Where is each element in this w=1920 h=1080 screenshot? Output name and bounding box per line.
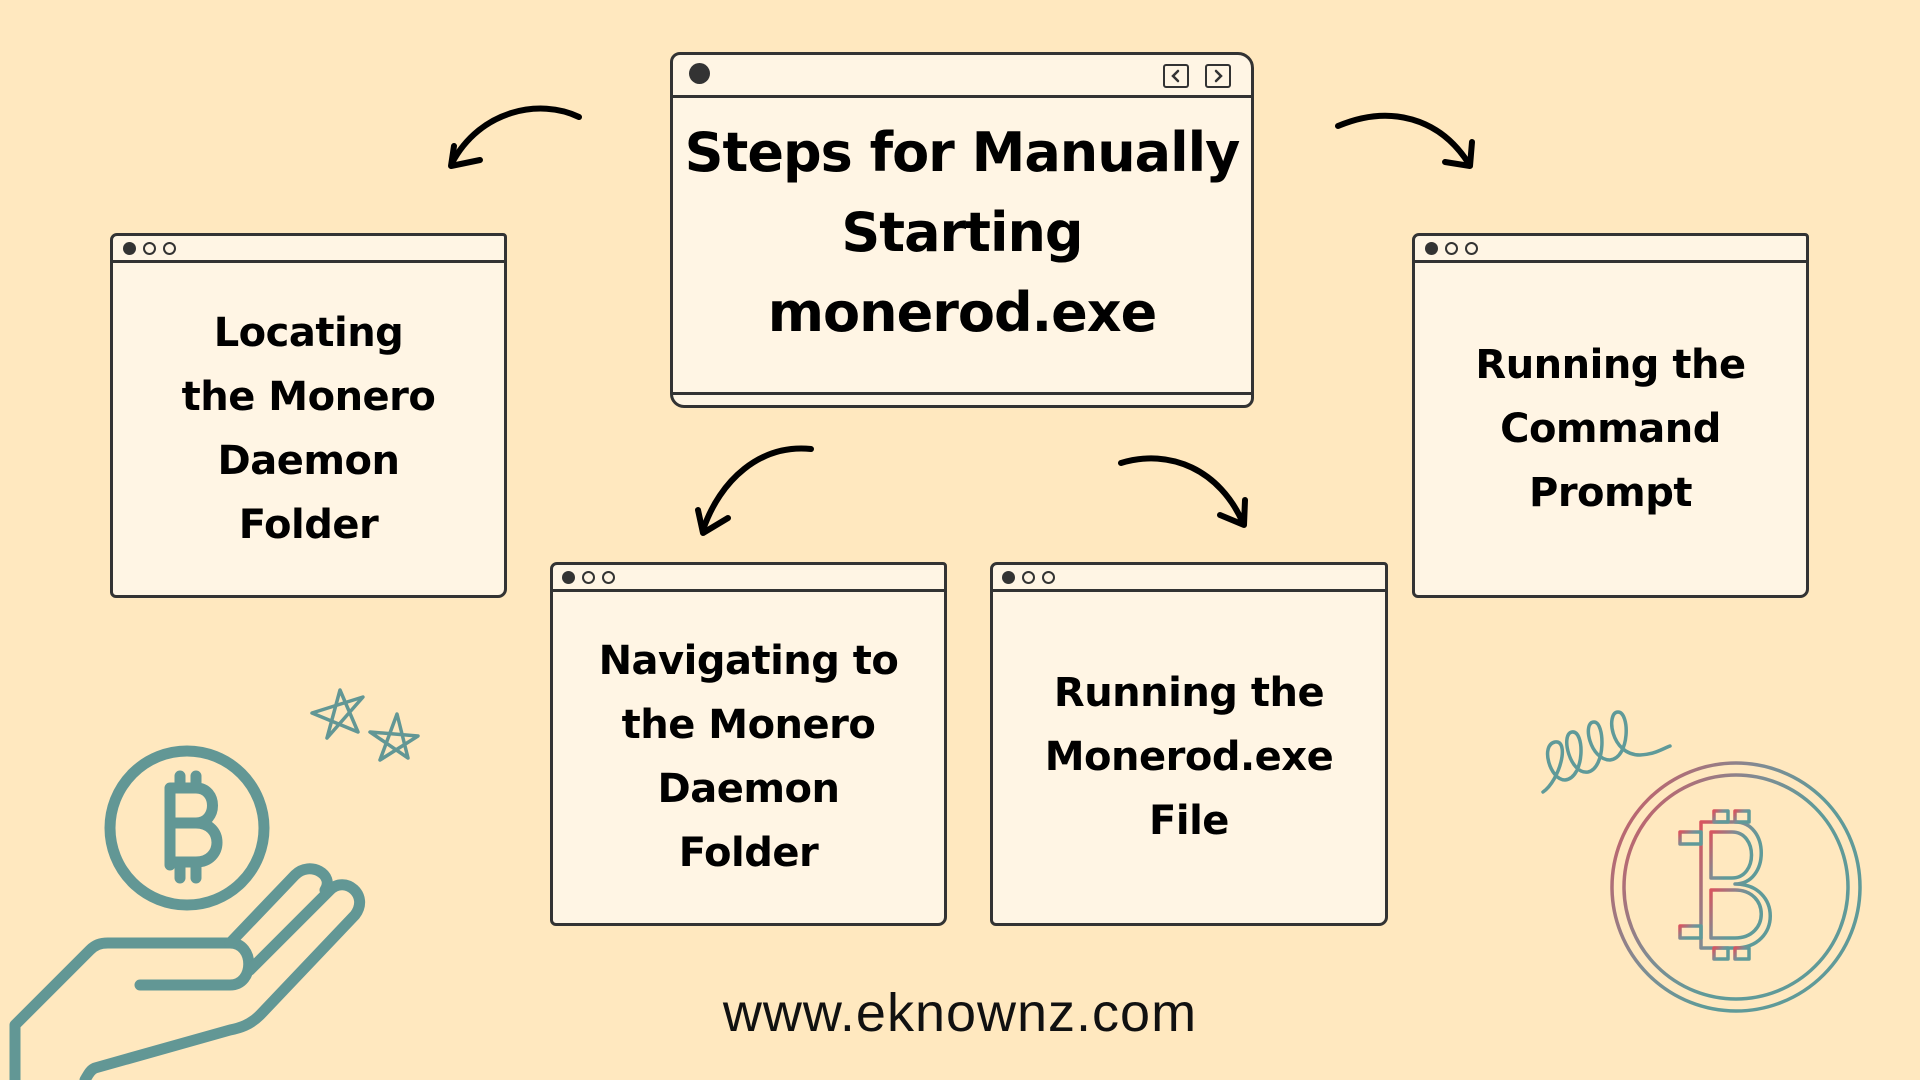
step-label-line: Monerod.exe [1044, 734, 1334, 780]
website-url[interactable]: www.eknownz.com [722, 983, 1198, 1043]
prev-button[interactable] [1163, 64, 1189, 88]
step-label: Running the Monerod.exe File [993, 591, 1385, 923]
chevron-right-icon [1214, 69, 1223, 83]
stars-icon [310, 688, 420, 762]
window-dot-icon [1002, 571, 1015, 584]
window-dot-icon [582, 571, 595, 584]
window-dot-icon [1445, 242, 1458, 255]
window-dot-icon [562, 571, 575, 584]
chevron-left-icon [1171, 69, 1180, 83]
window-dot-icon [1465, 242, 1478, 255]
window-dot-icon [123, 242, 136, 255]
step-label-line: Daemon [657, 766, 840, 812]
step-label-line: the Monero [181, 373, 436, 420]
step-label: Running the Command Prompt [1415, 262, 1806, 595]
window-dot-icon [1042, 571, 1055, 584]
title-line: Steps for Manually [684, 120, 1241, 184]
step-label-line: Daemon [217, 437, 400, 484]
step-label-line: Running the [1475, 341, 1746, 388]
window-dot-icon [1425, 242, 1438, 255]
step-label-line: Running the [1053, 670, 1325, 716]
step-card-locating-folder: Locating the Monero Daemon Folder [110, 233, 507, 598]
step-card-command-prompt: Running the Command Prompt [1412, 233, 1809, 598]
next-button[interactable] [1205, 64, 1231, 88]
main-title-window: Steps for Manually Starting monerod.exe [670, 52, 1254, 408]
step-label: Navigating to the Monero Daemon Folder [553, 591, 944, 923]
main-title: Steps for Manually Starting monerod.exe [673, 100, 1251, 365]
step-label-line: Prompt [1529, 469, 1692, 516]
window-bottom-strip [673, 392, 1251, 395]
step-label: Locating the Monero Daemon Folder [113, 262, 504, 595]
step-label-line: Folder [238, 501, 379, 548]
window-dot-icon [143, 242, 156, 255]
step-label-line: Command [1500, 405, 1721, 452]
bitcoin-coin-icon [1610, 761, 1862, 1013]
step-label-line: Locating [213, 309, 404, 356]
window-dot-icon [1022, 571, 1035, 584]
step-label-line: the Monero [621, 702, 876, 748]
window-dot-icon [689, 63, 710, 84]
title-bar [993, 565, 1385, 592]
step-card-running-monerod: Running the Monerod.exe File [990, 562, 1388, 926]
title-bar [113, 236, 504, 263]
title-bar [553, 565, 944, 592]
title-line: Starting [841, 200, 1083, 264]
step-label-line: File [1149, 798, 1229, 844]
window-dot-icon [163, 242, 176, 255]
step-label-line: Folder [678, 830, 819, 876]
step-label-line: Navigating to [598, 638, 899, 684]
step-card-navigating-folder: Navigating to the Monero Daemon Folder [550, 562, 947, 926]
window-dot-icon [602, 571, 615, 584]
squiggle-icon [1541, 710, 1672, 794]
title-bar [1415, 236, 1806, 263]
title-line: monerod.exe [767, 280, 1157, 344]
title-bar [673, 55, 1251, 98]
bitcoin-in-hand-icon [9, 745, 366, 1080]
